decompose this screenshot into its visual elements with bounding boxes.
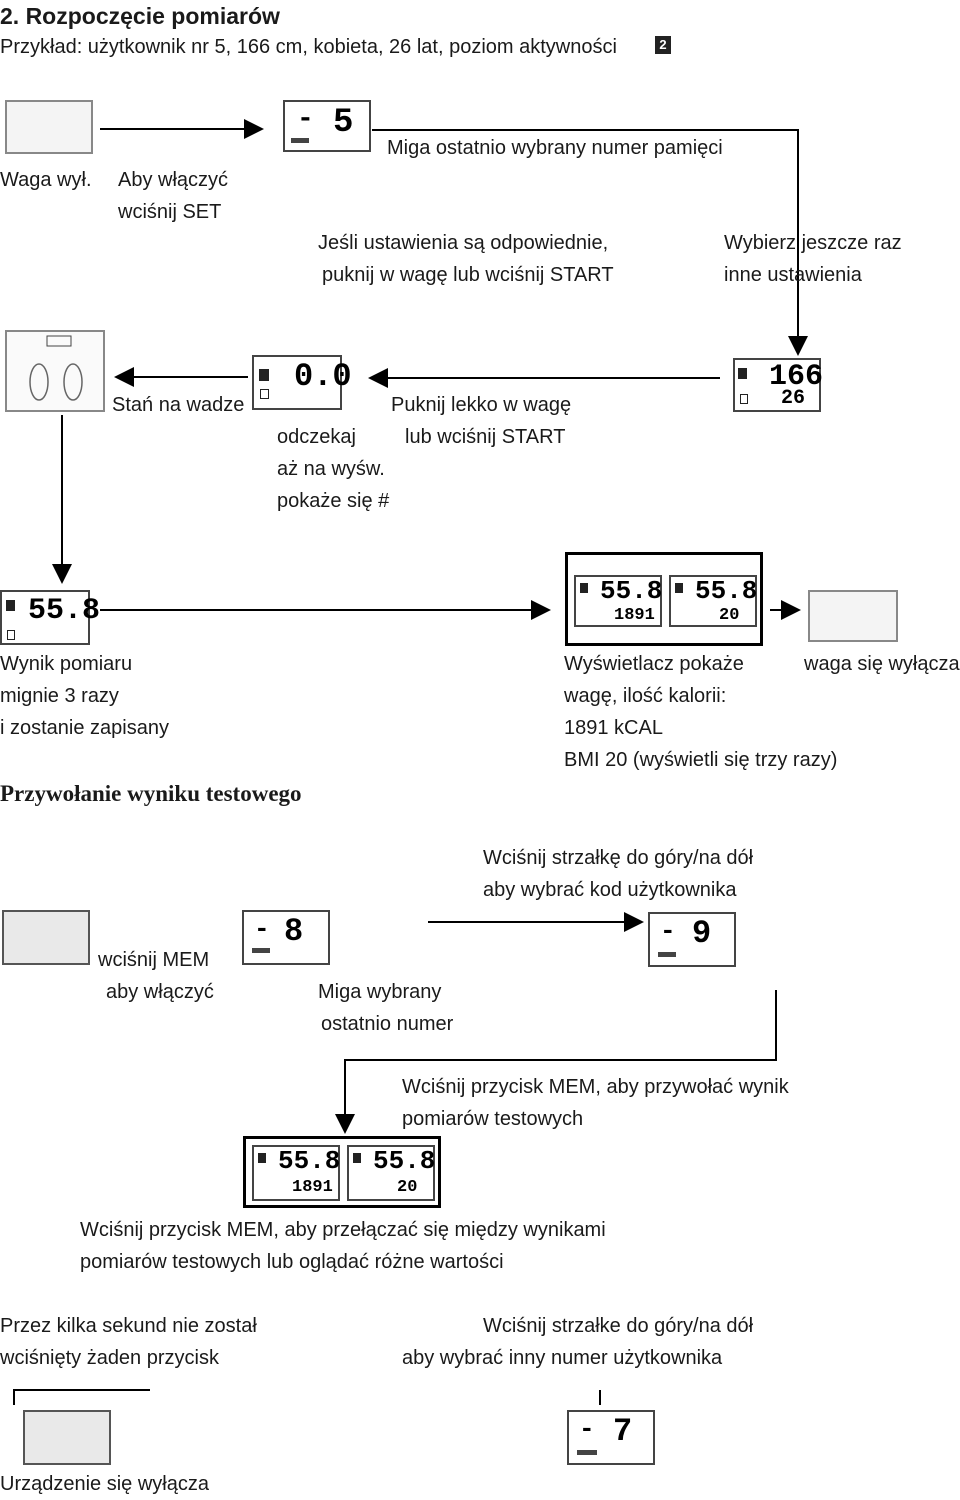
result-label-3: i zostanie zapisany: [0, 717, 169, 739]
page-title: 2. Rozpoczęcie pomiarów: [0, 3, 280, 29]
zero-display: 0.0: [252, 355, 352, 410]
activity-level-icon: 2: [655, 36, 671, 54]
recall-weight-kcal-display: 55.8 1891: [252, 1145, 340, 1201]
recall-weight-bmi-display: 55.8 20: [347, 1145, 435, 1201]
display-label-4: BMI 20 (wyświetli się trzy razy): [564, 749, 838, 771]
result-display: 55.8: [0, 590, 100, 645]
scale-off-display-2: [808, 590, 898, 642]
wait-label-3: pokaże się #: [277, 490, 390, 512]
memory-7-display: - 7: [567, 1410, 655, 1465]
example-text: Przykład: użytkownik nr 5, 166 cm, kobie…: [0, 36, 617, 58]
memory-9-display: - 9: [648, 912, 736, 967]
scale-off-label-2: waga się wyłącza: [804, 653, 960, 675]
if-ok-label-1: Jeśli ustawienia są odpowiednie,: [318, 232, 609, 254]
weight-bmi-display: 55.8 20: [669, 575, 757, 627]
choose-again-label-1: Wybierz jeszcze raz: [724, 232, 902, 254]
mem-switch-label-2: pomiarów testowych lub oglądać różne war…: [80, 1251, 504, 1273]
blink-label-1: Miga wybrany: [318, 981, 442, 1003]
recall-double-display-frame: 55.8 1891 55.8 20: [243, 1136, 441, 1208]
double-display-frame: 55.8 1891 55.8 20: [565, 552, 763, 646]
blink-label-2: ostatnio numer: [321, 1013, 454, 1035]
if-ok-label-2: puknij w wagę lub wciśnij START: [322, 264, 614, 286]
device-off-display: [23, 1410, 111, 1465]
memory-5-display: - 5: [283, 100, 371, 152]
memory-blink-label: Miga ostatnio wybrany numer pamięci: [387, 137, 723, 159]
mem-recall-label-1: Wciśnij przycisk MEM, aby przywołać wyni…: [402, 1076, 789, 1098]
memory-8-display: - 8: [242, 910, 330, 965]
mem-off-display: [2, 910, 90, 965]
other-user-label-1: Wciśnij strzałke do góry/na dół: [483, 1315, 754, 1337]
mem-switch-label-1: Wciśnij przycisk MEM, aby przełączać się…: [80, 1219, 606, 1241]
choose-again-label-2: inne ustawienia: [724, 264, 862, 286]
arrow-label-1: Wciśnij strzałkę do góry/na dół: [483, 847, 754, 869]
display-label-3: 1891 kCAL: [564, 717, 663, 739]
tap-label-2: lub wciśnij START: [405, 426, 566, 448]
weight-kcal-display: 55.8 1891: [574, 575, 662, 627]
result-label-1: Wynik pomiaru: [0, 653, 133, 675]
no-press-label-2: wciśnięty żaden przycisk: [0, 1347, 219, 1369]
mem-label-1: wciśnij MEM: [98, 949, 210, 971]
scale-off-label: Waga wył.: [0, 169, 92, 191]
display-label-1: Wyświetlacz pokaże: [564, 653, 744, 675]
result-label-2: mignie 3 razy: [0, 685, 119, 707]
wait-label-2: aż na wyśw.: [277, 458, 385, 480]
press-set-label-2: wciśnij SET: [118, 201, 222, 223]
press-set-label-1: Aby włączyć: [118, 169, 229, 191]
arrow-label-2: aby wybrać kod użytkownika: [483, 879, 737, 901]
tap-label-1: Puknij lekko w wagę: [391, 394, 572, 416]
wait-label-1: odczekaj: [277, 426, 356, 448]
height-age-display: 166 26: [733, 358, 823, 412]
device-off-label: Urządzenie się wyłącza: [0, 1473, 209, 1495]
mem-recall-label-2: pomiarów testowych: [402, 1108, 584, 1130]
scale-feet-image: [5, 330, 105, 412]
mem-label-2: aby włączyć: [106, 981, 214, 1003]
feet-icon: [29, 335, 83, 401]
scale-off-display: [5, 100, 93, 154]
recall-heading: Przywołanie wyniku testowego: [0, 781, 302, 806]
stand-label: Stań na wadze: [112, 394, 245, 416]
other-user-label-2: aby wybrać inny numer użytkownika: [402, 1347, 723, 1369]
no-press-label-1: Przez kilka sekund nie został: [0, 1315, 257, 1337]
display-label-2: wagę, ilość kalorii:: [564, 685, 727, 707]
